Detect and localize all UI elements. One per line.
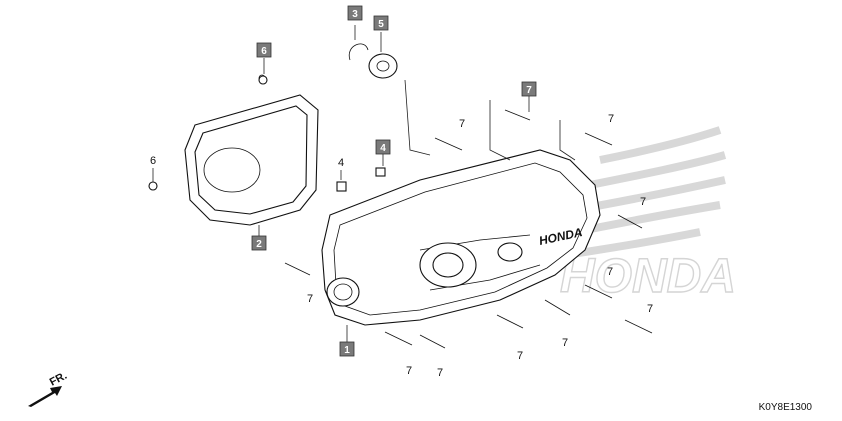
plain-callout-7: 7: [647, 303, 653, 315]
svg-text:2: 2: [256, 239, 262, 250]
circlip-part: [348, 43, 369, 61]
callout-5: 5: [373, 15, 389, 31]
plain-callout-7: 7: [459, 118, 465, 130]
bearing-part: [368, 53, 398, 79]
left-crankcase-cover: HONDA: [321, 149, 601, 326]
callout-7: 7: [521, 81, 537, 97]
svg-text:4: 4: [380, 143, 386, 154]
dowel-pins: [336, 167, 386, 192]
svg-text:5: 5: [378, 19, 384, 30]
callout-4: 4: [375, 139, 391, 155]
plain-callout-7: 7: [437, 367, 443, 379]
plain-callout-7: 7: [517, 350, 523, 362]
plain-callout-7: 7: [640, 196, 646, 208]
plain-callout-7: 7: [406, 365, 412, 377]
screws-part-6: [148, 75, 268, 191]
plain-callout-7: 7: [607, 266, 613, 278]
svg-text:3: 3: [352, 9, 358, 20]
plain-callout-7: 7: [608, 113, 614, 125]
callout-3: 3: [347, 5, 363, 21]
honda-watermark-text: HONDA: [560, 250, 736, 303]
plain-callout-7: 7: [307, 293, 313, 305]
front-label: FR.: [48, 370, 69, 389]
part-code-label: K0Y8E1300: [758, 402, 812, 413]
callout-6: 6: [256, 42, 272, 58]
bolts-part-7: [284, 109, 653, 349]
svg-text:7: 7: [526, 85, 532, 96]
svg-text:6: 6: [261, 46, 267, 57]
front-direction-arrow: FR.: [28, 370, 69, 407]
gasket-part: [184, 74, 319, 226]
leader-lines: [152, 25, 576, 342]
plain-callout-4: 4: [338, 157, 344, 169]
plain-callout-7: 7: [562, 337, 568, 349]
plain-callout-6: 6: [150, 155, 156, 167]
callout-2: 2: [251, 235, 267, 251]
svg-text:1: 1: [344, 345, 350, 356]
callout-1: 1: [339, 341, 355, 357]
